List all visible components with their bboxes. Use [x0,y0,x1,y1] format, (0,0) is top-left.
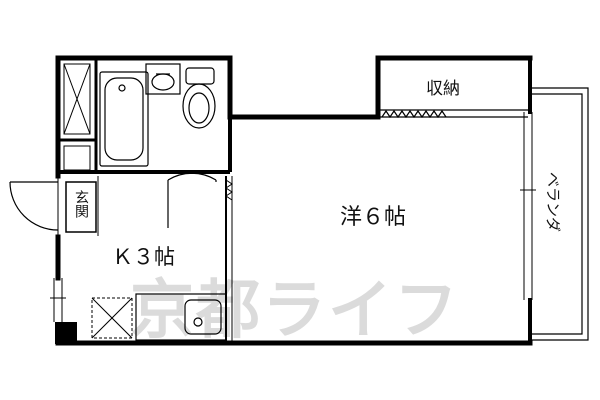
bathtub [99,71,149,167]
entrance-door [9,176,59,236]
closet-small [63,145,91,171]
laundry-space [63,63,91,135]
wall-corner [55,322,77,344]
label-balcony: ベランダ [544,172,562,232]
entrance-area [65,176,99,236]
storage-closet [380,109,528,119]
bath-door [167,172,217,228]
window-left [50,278,66,322]
window-right [520,112,536,300]
toilet [182,67,216,129]
refrigerator-space [91,297,133,339]
label-western-room: 洋６帖 [340,205,406,230]
exterior-walls [55,55,533,346]
label-kitchen: Ｋ３帖 [112,245,175,269]
watermark-logo: 京都ライフ [130,274,460,348]
kitchen-counter [135,293,227,341]
bathroom-walls [58,58,232,174]
label-storage: 収納 [426,79,460,99]
balcony [530,87,589,341]
bath-sink [145,63,181,95]
label-entrance: 玄関 [73,189,89,219]
